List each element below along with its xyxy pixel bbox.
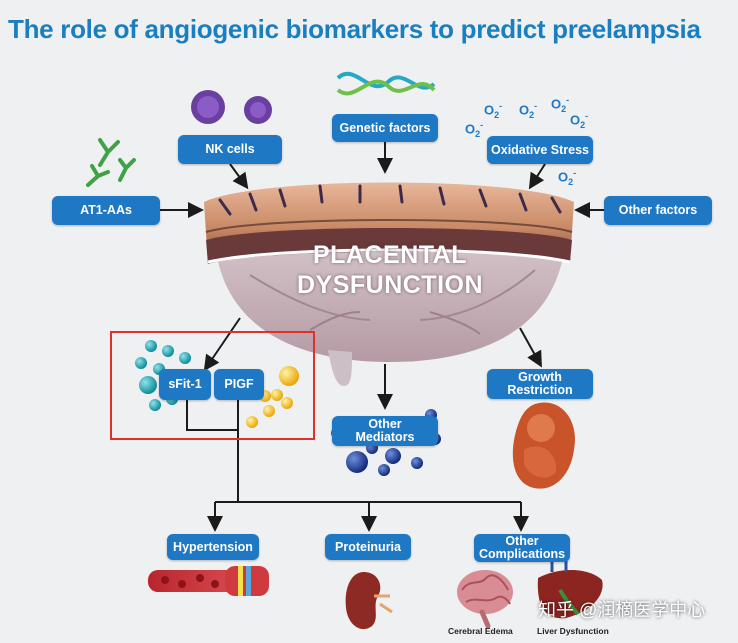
o2-subscript: 2 xyxy=(529,109,535,120)
hypertension-box: Hypertension xyxy=(167,534,259,560)
other-mediators-line-1: Other xyxy=(368,417,402,431)
o2-superscript: - xyxy=(585,111,589,121)
proteinuria-box: Proteinuria xyxy=(325,534,411,560)
brain-image xyxy=(457,570,513,629)
other-factors-box: Other factors xyxy=(604,196,712,225)
o2-superscript: - xyxy=(534,101,538,111)
o2-base: O xyxy=(570,112,581,128)
output-arrows xyxy=(203,317,542,410)
liver-dysfunction-caption: Liver Dysfunction xyxy=(537,626,609,636)
o2-base: O xyxy=(551,96,562,112)
biomarker-connectors xyxy=(186,400,529,532)
watermark: 知乎 @润樀医学中心 xyxy=(538,600,706,620)
diagram-title: The role of angiogenic biomarkers to pre… xyxy=(8,14,701,44)
o2-subscript: 2 xyxy=(494,109,500,120)
o2-base: O xyxy=(465,121,476,137)
dna-image xyxy=(336,71,436,96)
oxygen-radical-1: O2- xyxy=(484,101,502,120)
o2-base: O xyxy=(484,102,495,118)
oxygen-radical-4: O2- xyxy=(570,111,588,130)
placental-dysfunction-label: PLACENTAL DYSFUNCTION xyxy=(270,240,510,300)
pigf-box: PIGF xyxy=(214,369,264,400)
cerebral-edema-caption: Cerebral Edema xyxy=(448,626,513,636)
sflt1-box: sFit-1 xyxy=(159,369,211,400)
fetus-image xyxy=(512,402,576,489)
pigf-molecules xyxy=(246,366,299,428)
oxygen-radical-2: O2- xyxy=(519,101,537,120)
placenta-illustration xyxy=(204,182,574,386)
factor-arrows xyxy=(160,142,604,218)
o2-superscript: - xyxy=(499,101,503,111)
at1-aas-box: AT1-AAs xyxy=(52,196,160,225)
biomarker-highlight-box xyxy=(110,331,315,440)
o2-base: O xyxy=(519,102,530,118)
oxygen-radical-5: O2- xyxy=(465,120,483,139)
blood-vessel-image xyxy=(148,566,269,596)
placental-label-line-1: PLACENTAL xyxy=(312,241,468,269)
oxygen-radical-3: O2- xyxy=(551,95,569,114)
kidney-image xyxy=(345,572,393,630)
antibody-image xyxy=(86,138,136,187)
nk-cells-image xyxy=(191,90,272,124)
growth-restriction-line-1: Growth xyxy=(518,370,562,384)
o2-superscript: - xyxy=(573,168,577,178)
o2-superscript: - xyxy=(566,95,570,105)
other-complications-line-2: Complications xyxy=(478,547,566,561)
other-mediators-box: Other Mediators xyxy=(332,416,438,446)
other-complications-line-1: Other xyxy=(505,534,539,548)
growth-restriction-box: Growth Restriction xyxy=(487,369,593,399)
growth-restriction-line-2: Restriction xyxy=(507,383,573,397)
o2-base: O xyxy=(558,169,569,185)
genetic-factors-box: Genetic factors xyxy=(332,114,438,142)
o2-subscript: 2 xyxy=(475,128,481,139)
other-complications-box: Other Complications xyxy=(474,534,570,562)
oxygen-radical-6: O2- xyxy=(558,168,576,187)
nk-cells-box: NK cells xyxy=(178,135,282,164)
o2-subscript: 2 xyxy=(561,103,567,114)
o2-subscript: 2 xyxy=(580,119,586,130)
placental-label-line-2: DYSFUNCTION xyxy=(296,271,484,299)
other-mediators-line-2: Mediators xyxy=(355,430,415,444)
o2-superscript: - xyxy=(480,120,484,130)
o2-subscript: 2 xyxy=(568,176,574,187)
oxidative-stress-box: Oxidative Stress xyxy=(487,136,593,164)
